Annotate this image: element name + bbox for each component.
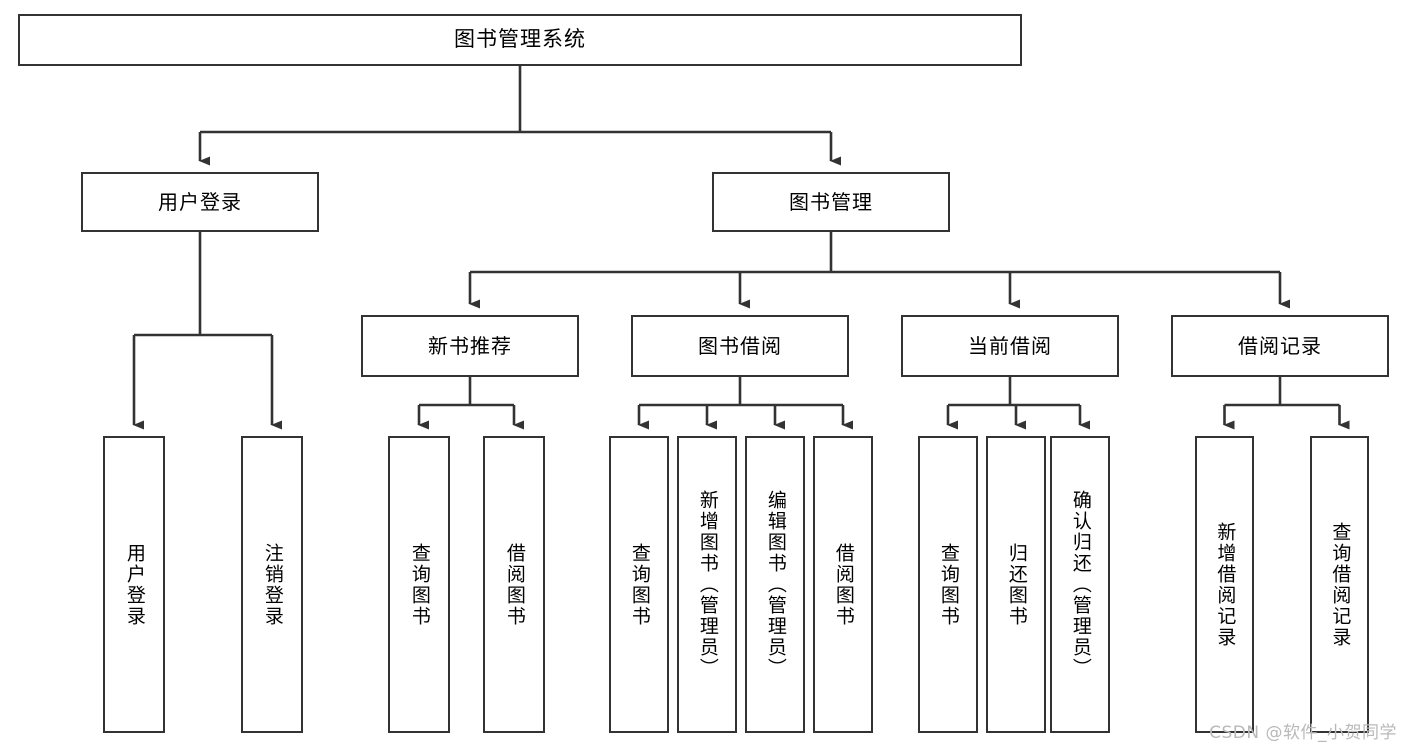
node-label: 图书管理 [789,190,873,214]
node-leaf-query-1[interactable]: 查询图书 [388,436,450,733]
node-label: 借阅图书 [832,542,855,627]
node-label: 查询图书 [628,542,651,627]
node-label: 借阅记录 [1238,334,1322,358]
node-label: 确认归还（管理员） [1069,490,1092,679]
node-leaf-borrow-2[interactable]: 借阅图书 [813,436,873,733]
node-root[interactable]: 图书管理系统 [18,14,1022,66]
node-label: 新增借阅记录 [1214,521,1237,648]
node-label: 查询图书 [937,542,960,627]
node-current-borrow[interactable]: 当前借阅 [901,315,1119,377]
node-leaf-query-2[interactable]: 查询图书 [609,436,669,733]
node-leaf-borrow-1[interactable]: 借阅图书 [483,436,545,733]
node-label: 当前借阅 [968,334,1052,358]
node-label: 注销登录 [261,542,284,627]
node-label: 编辑图书（管理员） [764,490,787,679]
node-label: 查询借阅记录 [1329,521,1352,648]
node-leaf-edit-book[interactable]: 编辑图书（管理员） [745,436,805,733]
node-leaf-add-book[interactable]: 新增图书（管理员） [677,436,737,733]
node-label: 图书管理系统 [454,27,586,52]
node-leaf-return[interactable]: 归还图书 [986,436,1046,733]
node-leaf-logout[interactable]: 注销登录 [241,436,303,733]
node-borrow-record[interactable]: 借阅记录 [1171,315,1389,377]
node-user-login[interactable]: 用户登录 [81,172,319,232]
node-book-borrow[interactable]: 图书借阅 [631,315,849,377]
node-leaf-query-rec[interactable]: 查询借阅记录 [1310,436,1369,733]
node-leaf-query-3[interactable]: 查询图书 [918,436,978,733]
node-label: 归还图书 [1005,542,1028,627]
node-label: 查询图书 [408,542,431,627]
node-new-book-rec[interactable]: 新书推荐 [361,315,579,377]
node-leaf-confirm[interactable]: 确认归还（管理员） [1050,436,1110,733]
node-label: 新增图书（管理员） [696,490,719,679]
node-label: 用户登录 [158,190,242,214]
node-label: 借阅图书 [503,542,526,627]
node-leaf-user-login[interactable]: 用户登录 [103,436,165,733]
node-label: 新书推荐 [428,334,512,358]
edge-group [132,66,1350,430]
node-leaf-add-rec[interactable]: 新增借阅记录 [1195,436,1254,733]
node-book-manage[interactable]: 图书管理 [712,172,950,232]
node-label: 图书借阅 [698,334,782,358]
node-label: 用户登录 [123,542,146,627]
